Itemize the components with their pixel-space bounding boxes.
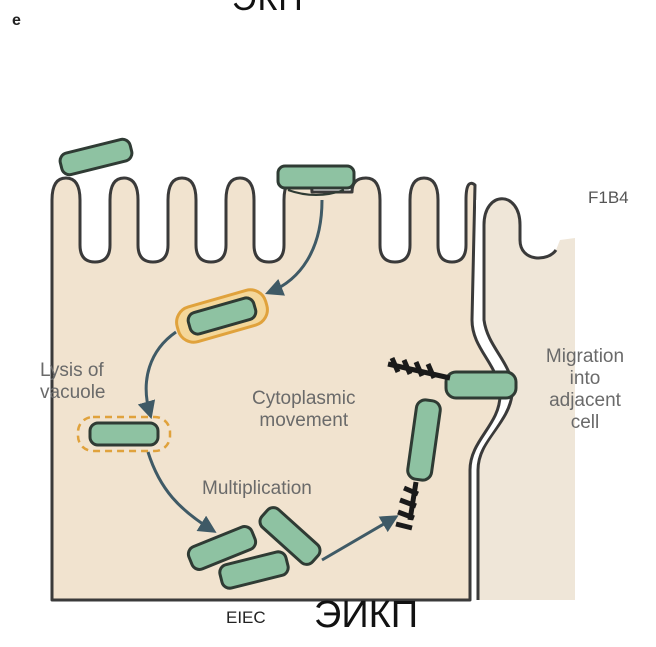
label-migration: Migration into adjacent cell: [525, 346, 645, 434]
label-lysis: Lysis of vacuole: [40, 360, 106, 404]
label-multiplication: Multiplication: [202, 478, 312, 500]
label-migration-line2: into: [525, 368, 645, 390]
label-cytoplasmic-line2: movement: [252, 410, 355, 432]
organism-label-ru: ЭИКП: [314, 594, 418, 637]
label-cytoplasmic: Cytoplasmic movement: [252, 388, 355, 432]
label-lysis-line1: Lysis of: [40, 360, 106, 382]
label-lysis-line2: vacuole: [40, 382, 106, 404]
label-migration-line4: cell: [525, 412, 645, 434]
organism-label: EIEC: [226, 608, 266, 628]
label-migration-line1: Migration: [525, 346, 645, 368]
label-migration-line3: adjacent: [525, 390, 645, 412]
external-bacterium: [58, 138, 133, 177]
label-cytoplasmic-line1: Cytoplasmic: [252, 388, 355, 410]
